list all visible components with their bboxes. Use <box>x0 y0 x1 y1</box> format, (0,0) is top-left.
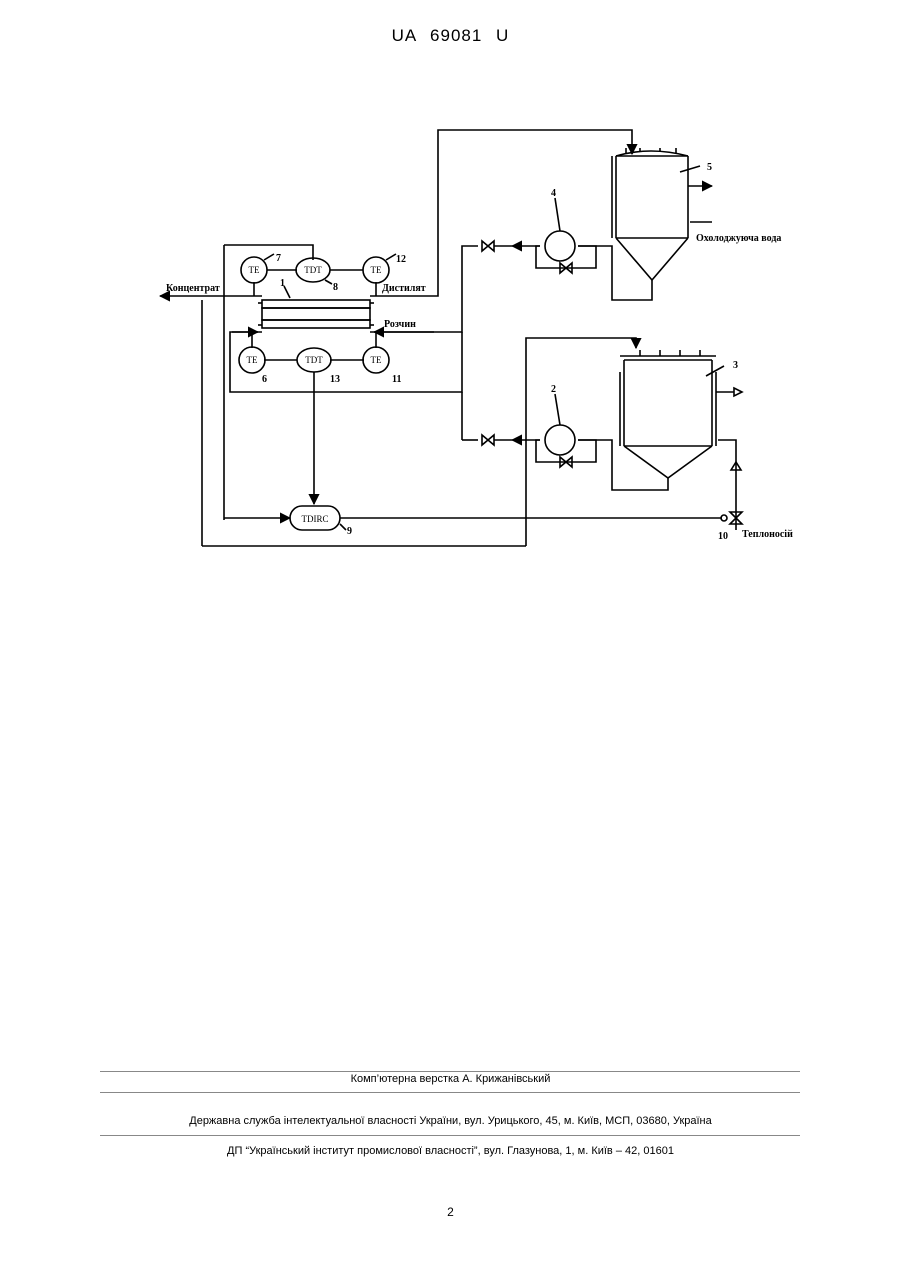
pump-4 <box>545 231 575 261</box>
tdirc-9-label: TDIRC <box>302 514 329 524</box>
tdt-8-label: TDT <box>304 265 322 275</box>
heat-carrier-label: Теплоносій <box>742 529 793 540</box>
te-12-label: TE <box>371 265 382 275</box>
page-number: 2 <box>0 1205 901 1219</box>
callout-8: 8 <box>333 282 338 293</box>
callout-11: 11 <box>392 374 401 385</box>
callout-6: 6 <box>262 374 267 385</box>
te-6-label: TE <box>247 355 258 365</box>
callout-5: 5 <box>707 162 712 173</box>
te-11-label: TE <box>371 355 382 365</box>
distillate-line <box>370 130 632 296</box>
footer-divider-1 <box>100 1071 800 1072</box>
cooling-water-label: Охолоджуюча вода <box>696 233 781 244</box>
callout-9: 9 <box>347 526 352 537</box>
institute-address: ДП “Український інститут промислової вла… <box>0 1145 901 1157</box>
footer-divider-3 <box>100 1135 800 1136</box>
tank-5 <box>612 148 712 280</box>
tank-3 <box>620 350 742 478</box>
process-flow-diagram: Концентрат Дистилят Розчин Охолоджуюча в… <box>0 110 901 560</box>
layout-credit: Комп’ютерна верстка А. Крижанівський <box>0 1073 901 1085</box>
concentrate-label: Концентрат <box>166 283 220 294</box>
pump-2 <box>545 425 575 455</box>
membrane-module <box>258 300 374 328</box>
callout-4: 4 <box>551 188 556 199</box>
document-number: UA 69081 U <box>0 26 901 46</box>
callout-2: 2 <box>551 384 556 395</box>
agency-address: Державна служба інтелектуальної власност… <box>0 1115 901 1127</box>
callout-13: 13 <box>330 374 340 385</box>
callout-12: 12 <box>396 254 406 265</box>
solution-label: Розчин <box>384 319 416 330</box>
callout-10: 10 <box>718 531 728 542</box>
footer-divider-2 <box>100 1092 800 1093</box>
distillate-label: Дистилят <box>382 283 426 294</box>
callout-3: 3 <box>733 360 738 371</box>
tdt-13-label: TDT <box>305 355 323 365</box>
callout-7: 7 <box>276 253 281 264</box>
te-7-label: TE <box>249 265 260 275</box>
valve-upper-line <box>482 241 494 251</box>
callout-1: 1 <box>280 278 285 289</box>
